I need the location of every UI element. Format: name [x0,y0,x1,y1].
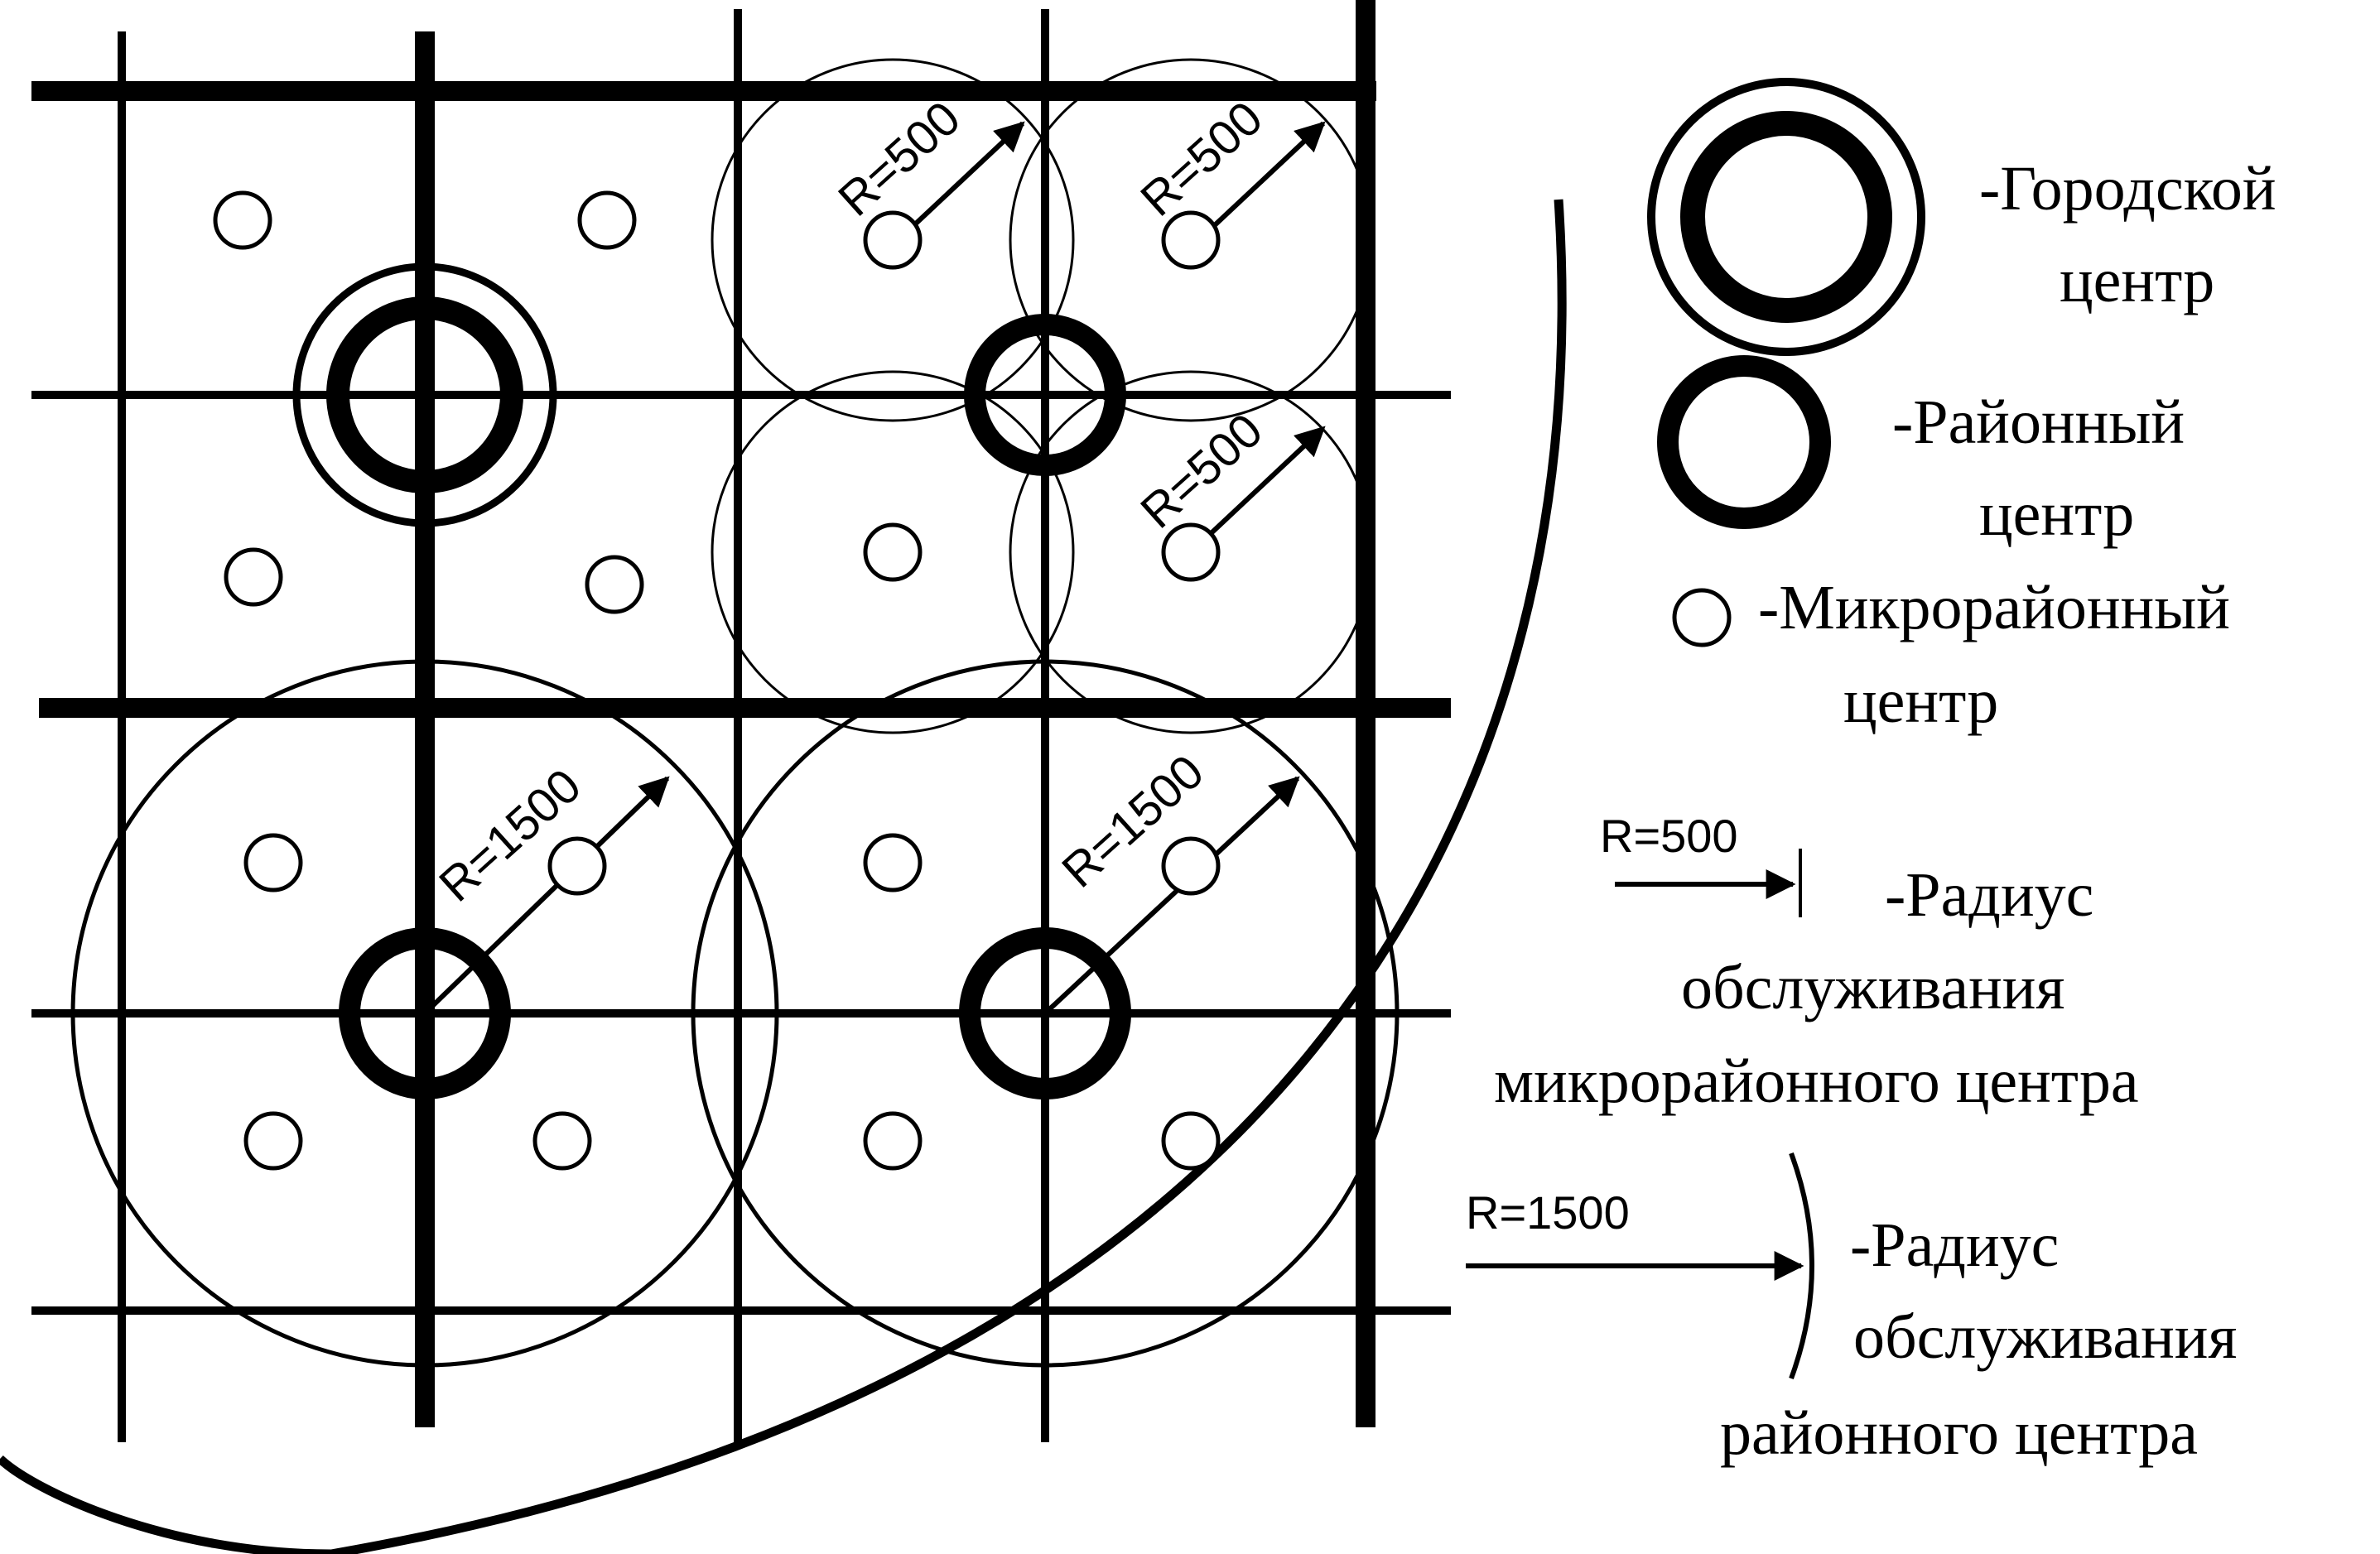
city-center-outer-ring [292,262,557,527]
legend-district-radius-sample: R=1500 [1466,1186,1630,1239]
micro-center-icon [243,1111,303,1171]
district-center-icon [339,927,511,1099]
micro-service-circle [711,58,1075,422]
legend-micro-radius-line1: -Радиус [1885,860,2093,930]
district-center-icon [964,314,1126,476]
city-center-icon [292,262,557,527]
legend-district-radius-line2: обслуживания [1853,1302,2237,1372]
legend-micro-radius-line2: обслуживания [1681,953,2064,1022]
district-service-circle [70,659,779,1368]
micro-center-icon [1161,210,1221,270]
legend-micro-center-icon [1672,588,1732,647]
micro-radius-label: R=500 [1130,91,1273,227]
district-service-circle [691,659,1400,1368]
micro-center-icon [547,836,607,896]
micro-center-icon [585,555,644,614]
legend-city-center-icon [1647,78,1925,356]
micro-service-circle [1009,58,1373,422]
district-radius-arrow-icon [422,776,670,1016]
legend-micro-radius-sample: R=500 [1600,810,1738,862]
legend-city-center-line2: центр [2060,246,2214,315]
district-center-icon [959,927,1131,1099]
legend-district-radius-line1: -Радиус [1850,1210,2059,1280]
micro-center-icon [863,1111,923,1171]
district-radius-arrow-icon [1043,776,1300,1016]
micro-center-icon [243,833,303,892]
legend-city-center-line1: -Городской [1979,154,2276,224]
micro-radius-label: R=500 [828,91,971,227]
micro-center-icon [532,1111,592,1171]
district-centers [339,314,1131,1099]
micro-center-icon [863,522,923,582]
legend: -Городской центр -Районный центр -Микрор… [1466,78,2276,1468]
legend-district-radius-line3: районного центра [1720,1398,2198,1468]
micro-center-icon [1161,522,1221,582]
micro-center-icon [1161,836,1221,896]
legend-micro-center: -Микрорайонный центр [1672,573,2230,736]
micro-radius-arrow-icon [1188,426,1326,555]
legend-micro-radius: R=500 -Радиус обслуживания микрорайонног… [1494,810,2139,1116]
legend-city-center: -Городской центр [1647,78,2276,356]
micro-center-icon [577,190,637,250]
legend-district-radius: R=1500 -Радиус обслуживания районного це… [1466,1152,2237,1468]
micro-center-icon [863,210,923,270]
legend-district-center-icon [1657,355,1831,529]
micro-centers [213,190,1221,1171]
micro-center-icon [213,190,272,250]
micro-center-icon [1161,1111,1221,1171]
legend-district-center: -Районный центр [1657,355,2185,549]
city-center-inner-ring [326,296,523,493]
micro-radius-label: R=500 [1130,403,1273,539]
legend-micro-center-line1: -Микрорайонный [1758,573,2230,642]
micro-service-circle [711,370,1075,734]
micro-center-icon [863,833,923,892]
district-service-areas [70,659,1400,1368]
micro-service-circle [1009,370,1373,734]
legend-district-radius-arc [1789,1152,1814,1380]
legend-micro-radius-line3: микрорайонного центра [1494,1046,2139,1116]
legend-city-center-icon [1680,111,1892,323]
radius-labels: R=500 R=500 R=500 R=1500 R=1500 [429,91,1273,912]
legend-district-center-line2: центр [1979,479,2134,549]
legend-district-center-line1: -Районный [1892,387,2185,457]
micro-center-icon [224,547,283,607]
city-boundary-arc [0,199,1567,1554]
legend-micro-center-line2: центр [1843,666,1998,736]
micro-service-areas [711,58,1373,734]
